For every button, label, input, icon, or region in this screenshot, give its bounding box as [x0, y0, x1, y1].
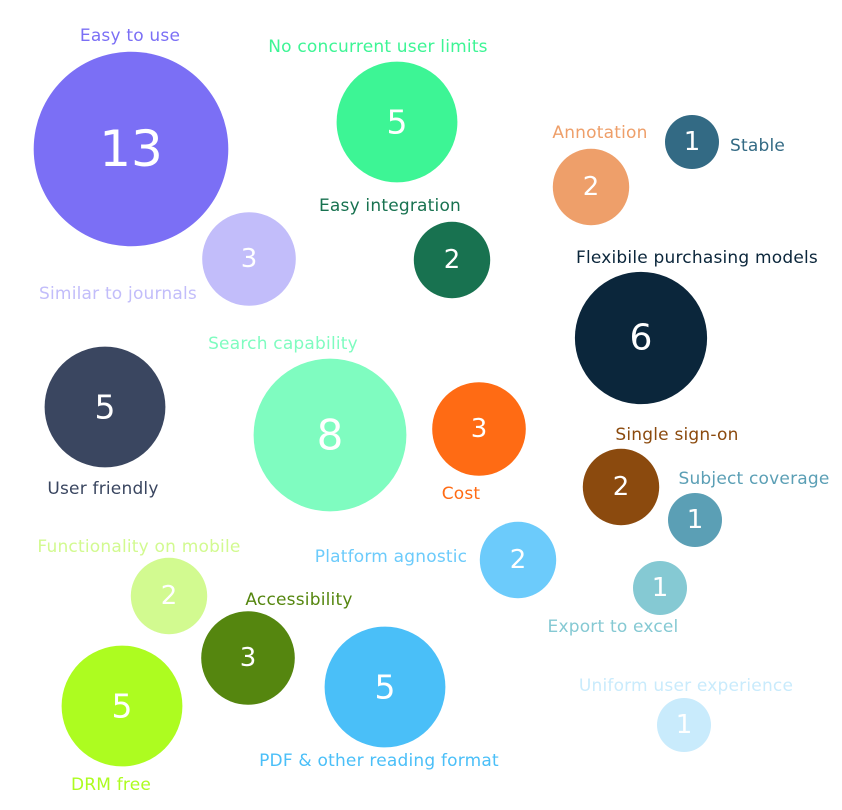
- bubble-value: 2: [510, 545, 527, 575]
- bubble-value: 6: [630, 318, 653, 359]
- bubble-label: Subject coverage: [678, 469, 829, 489]
- bubble-label: PDF & other reading format: [259, 751, 499, 771]
- bubble-label: Accessibility: [245, 590, 352, 610]
- bubble-circle: [668, 493, 722, 547]
- bubble-value: 2: [613, 472, 630, 502]
- bubble-accessibility: 3 Accessibility: [201, 590, 352, 705]
- bubble-value: 1: [676, 710, 693, 740]
- bubble-value: 5: [375, 668, 396, 707]
- bubble-label: Flexibile purchasing models: [576, 248, 818, 268]
- bubble-circle: [33, 51, 229, 247]
- bubble-value: 5: [95, 388, 116, 427]
- bubble-value: 5: [112, 687, 133, 726]
- bubble-uniform-user-experience: 1 Uniform user experience: [579, 676, 793, 752]
- bubble-circle: [202, 212, 296, 306]
- bubble-value: 3: [240, 643, 257, 673]
- bubble-annotation: 2 Annotation: [552, 123, 647, 226]
- bubble-value: 3: [471, 414, 488, 444]
- bubble-label: Stable: [730, 136, 785, 156]
- bubble-circle: [574, 271, 708, 405]
- bubble-subject-coverage: 1 Subject coverage: [668, 469, 829, 547]
- bubble-value: 2: [444, 245, 461, 275]
- bubble-easy-to-use: 13 Easy to use: [33, 26, 229, 247]
- bubble-label: DRM free: [71, 775, 151, 795]
- bubble-circle: [130, 557, 208, 635]
- bubble-circle: [479, 521, 557, 599]
- bubble-circle: [413, 221, 491, 299]
- bubble-circle: [336, 61, 458, 183]
- bubble-value: 1: [687, 505, 704, 535]
- bubble-circle: [432, 382, 526, 476]
- bubble-circle: [582, 448, 660, 526]
- bubble-easy-integration: 2 Easy integration: [319, 196, 491, 299]
- bubble-value: 1: [652, 573, 669, 603]
- bubble-label: User friendly: [47, 479, 158, 499]
- bubble-search-capability: 8 Search capability: [208, 334, 407, 512]
- bubble-label: Easy integration: [319, 196, 461, 216]
- bubble-circle: [657, 698, 711, 752]
- bubble-label: Single sign-on: [615, 425, 738, 445]
- bubble-label: Annotation: [552, 123, 647, 143]
- bubble-circle: [633, 561, 687, 615]
- bubble-value: 2: [161, 581, 178, 611]
- bubble-label: No concurrent user limits: [268, 37, 488, 57]
- bubble-circle: [552, 148, 630, 226]
- bubble-value: 8: [317, 411, 344, 460]
- bubble-label: Uniform user experience: [579, 676, 793, 696]
- bubble-circle: [201, 611, 295, 705]
- bubble-label: Easy to use: [80, 26, 180, 46]
- bubble-value: 13: [99, 120, 163, 178]
- bubble-value: 1: [684, 127, 701, 157]
- bubble-flexibile-purchasing-models: 6 Flexibile purchasing models: [574, 248, 818, 405]
- bubble-no-concurrent-user-limits: 5 No concurrent user limits: [268, 37, 488, 183]
- bubble-stable: 1 Stable: [665, 115, 785, 169]
- bubble-label: Platform agnostic: [315, 547, 467, 567]
- bubble-label: Search capability: [208, 334, 358, 354]
- bubble-circle: [324, 626, 446, 748]
- bubble-label: Similar to journals: [39, 284, 197, 304]
- bubble-value: 2: [583, 172, 600, 202]
- bubble-value: 5: [387, 103, 408, 142]
- bubble-circle: [61, 645, 183, 767]
- bubble-circle: [44, 346, 166, 468]
- bubble-value: 3: [241, 244, 258, 274]
- bubble-label: Cost: [442, 484, 481, 504]
- bubble-circle: [253, 358, 407, 512]
- bubble-circle: [665, 115, 719, 169]
- bubble-label: Export to excel: [548, 617, 679, 637]
- bubble-platform-agnostic: 2 Platform agnostic: [315, 521, 557, 599]
- bubble-label: Functionality on mobile: [37, 537, 240, 557]
- bubble-single-sign-on: 2 Single sign-on: [582, 425, 738, 526]
- bubble-functionality-on-mobile: 2 Functionality on mobile: [37, 537, 240, 635]
